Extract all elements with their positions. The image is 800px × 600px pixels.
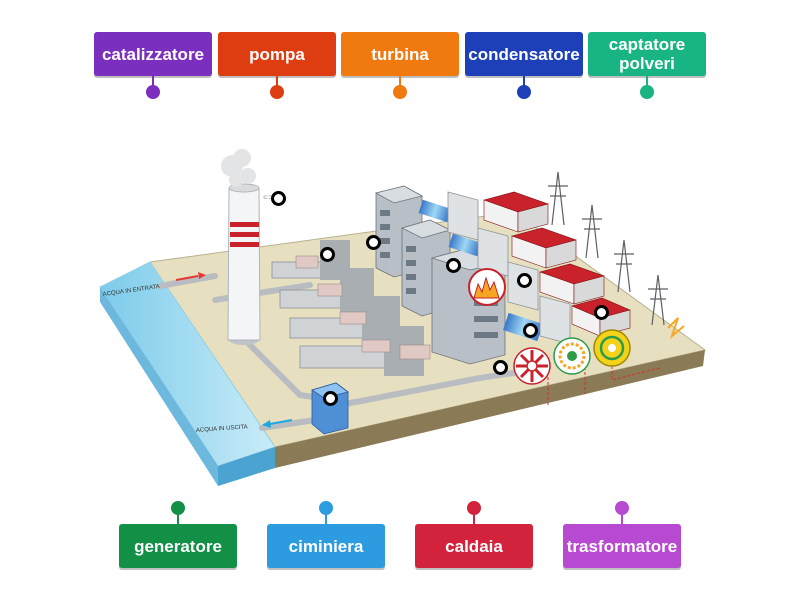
label-text: condensatore xyxy=(468,44,580,64)
label-pin xyxy=(325,512,327,524)
label-captatore-polveri[interactable]: captatore polveri xyxy=(588,32,706,76)
label-text: generatore xyxy=(134,536,222,556)
drop-target-tank[interactable] xyxy=(323,391,338,406)
label-catalizzatore[interactable]: catalizzatore xyxy=(94,32,212,76)
label-text: trasformatore xyxy=(566,536,678,556)
label-text: pompa xyxy=(249,44,305,64)
label-pin xyxy=(177,512,179,524)
label-pompa[interactable]: pompa xyxy=(218,32,336,76)
drop-target-pump[interactable] xyxy=(493,360,508,375)
lightning-mark xyxy=(667,317,685,340)
label-condensatore[interactable]: condensatore xyxy=(465,32,583,76)
label-knob xyxy=(640,85,654,99)
drop-target-generator[interactable] xyxy=(594,305,609,320)
label-knob xyxy=(270,85,284,99)
label-ciminiera[interactable]: ciminiera xyxy=(267,524,385,568)
transformer-icon xyxy=(593,329,631,367)
turbine-icon xyxy=(513,347,551,385)
label-knob xyxy=(517,85,531,99)
flow-arrow-out-head xyxy=(262,420,271,428)
drop-target-turbine[interactable] xyxy=(517,273,532,288)
label-pin xyxy=(646,76,648,88)
drop-target-catalyst[interactable] xyxy=(366,235,381,250)
flow-arrow-in-head xyxy=(198,272,206,279)
label-text: captatore polveri xyxy=(608,35,686,73)
label-knob xyxy=(146,85,160,99)
label-text: catalizzatore xyxy=(101,44,205,64)
label-knob xyxy=(615,501,629,515)
label-caldaia[interactable]: caldaia xyxy=(415,524,533,568)
label-text: caldaia xyxy=(445,536,503,556)
label-pin xyxy=(399,76,401,88)
label-generatore[interactable]: generatore xyxy=(119,524,237,568)
label-knob xyxy=(393,85,407,99)
flow-arrow-out xyxy=(269,419,293,425)
smoke-cloud xyxy=(221,149,256,187)
label-knob xyxy=(319,501,333,515)
chimney-tag: ⊂⊃ xyxy=(263,195,273,201)
label-text: ciminiera xyxy=(288,536,364,556)
label-turbina[interactable]: turbina xyxy=(341,32,459,76)
fire-icon xyxy=(468,268,506,306)
label-pin xyxy=(621,512,623,524)
flow-arrow-in xyxy=(175,275,199,281)
chimney xyxy=(227,183,261,345)
label-pin xyxy=(523,76,525,88)
drop-target-boiler[interactable] xyxy=(446,258,461,273)
label-pin xyxy=(473,512,475,524)
generator-icon xyxy=(553,337,591,375)
water-out-label: ACQUA IN USCITA xyxy=(196,424,248,434)
label-knob xyxy=(467,501,481,515)
power-pylons xyxy=(548,171,668,326)
label-pin xyxy=(276,76,278,88)
label-knob xyxy=(171,501,185,515)
drop-target-duct[interactable] xyxy=(320,247,335,262)
generator-houses xyxy=(482,191,631,337)
label-pin xyxy=(152,76,154,88)
label-trasformatore[interactable]: trasformatore xyxy=(563,524,681,568)
drop-target-condenser[interactable] xyxy=(523,323,538,338)
drop-target-chimney-top[interactable] xyxy=(271,191,286,206)
condenser-tank xyxy=(311,382,349,435)
label-text: turbina xyxy=(371,44,429,64)
machinery xyxy=(271,240,431,376)
